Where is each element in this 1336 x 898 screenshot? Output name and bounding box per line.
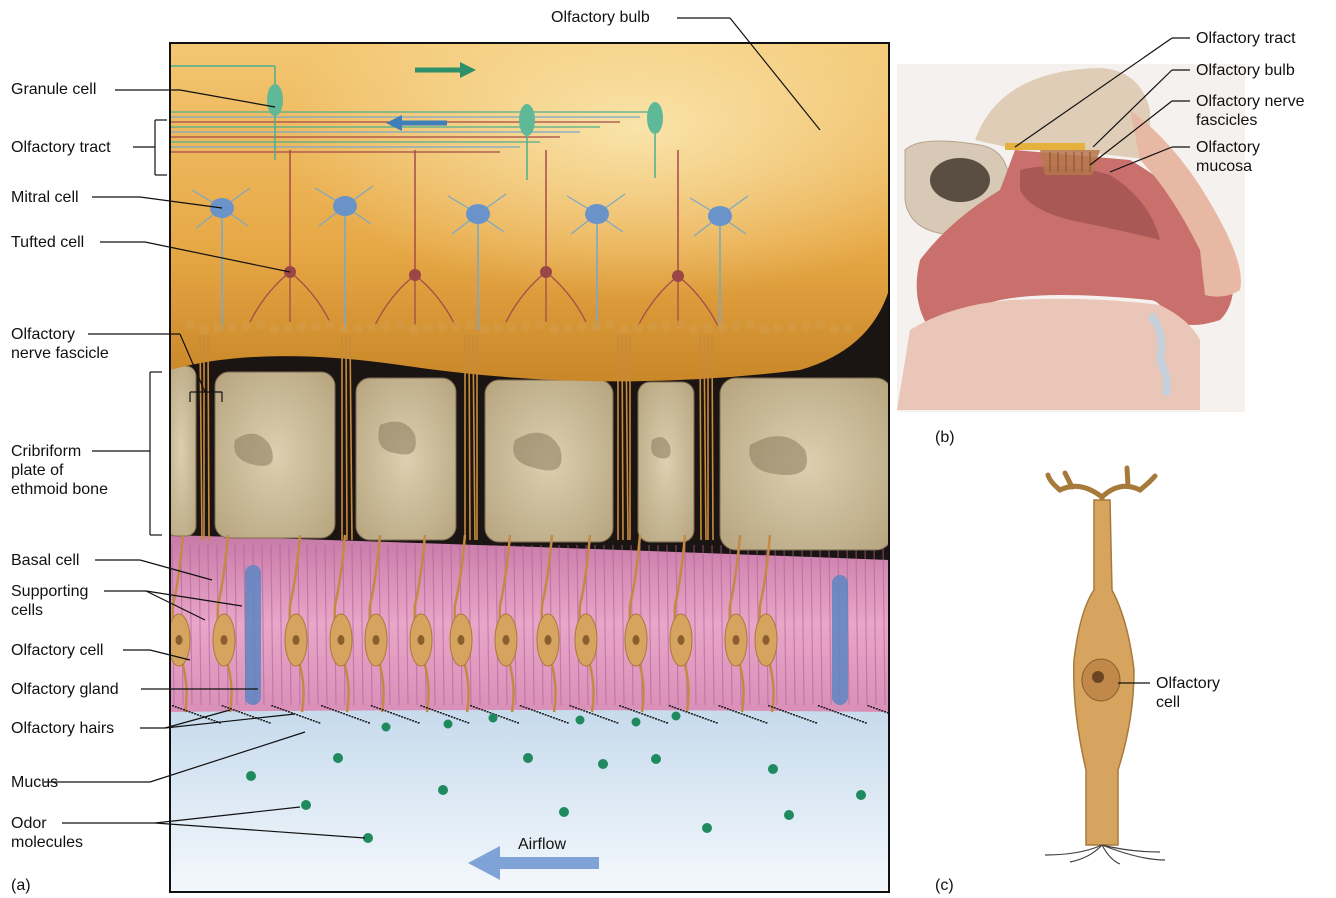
label-olfactory-cell-c: Olfactory cell	[1156, 674, 1220, 712]
panel-c-illustration	[1045, 468, 1165, 864]
olfactory-epithelium	[170, 535, 889, 712]
label-olfactory-gland: Olfactory gland	[11, 680, 119, 699]
label-airflow: Airflow	[518, 835, 566, 854]
label-olfactory-nerve-fascicles: Olfactory nerve fascicles	[1196, 92, 1304, 130]
label-mucus: Mucus	[11, 773, 58, 792]
label-basal-cell: Basal cell	[11, 551, 79, 570]
label-olfactory-cell-a: Olfactory cell	[11, 641, 103, 660]
label-olfactory-bulb-b: Olfactory bulb	[1196, 61, 1295, 80]
panel-c-letter: (c)	[935, 877, 954, 895]
label-olfactory-tract-b: Olfactory tract	[1196, 29, 1296, 48]
cribriform-plate	[166, 366, 892, 550]
label-odor-molecules: Odor molecules	[11, 814, 83, 852]
label-mitral-cell: Mitral cell	[11, 188, 79, 207]
label-granule-cell: Granule cell	[11, 80, 96, 99]
label-olfactory-nerve-fascicle: Olfactory nerve fascicle	[11, 325, 109, 363]
label-olfactory-bulb-a: Olfactory bulb	[551, 8, 650, 27]
panel-b-letter: (b)	[935, 429, 955, 447]
label-tufted-cell: Tufted cell	[11, 233, 84, 252]
panel-b-illustration	[897, 64, 1245, 412]
label-olfactory-mucosa: Olfactory mucosa	[1196, 138, 1260, 176]
label-olfactory-hairs: Olfactory hairs	[11, 719, 114, 738]
panel-a-letter: (a)	[11, 877, 31, 895]
label-supporting-cells: Supporting cells	[11, 582, 88, 620]
label-olfactory-tract-a: Olfactory tract	[11, 138, 111, 157]
label-cribriform-plate: Cribriform plate of ethmoid bone	[11, 442, 108, 499]
